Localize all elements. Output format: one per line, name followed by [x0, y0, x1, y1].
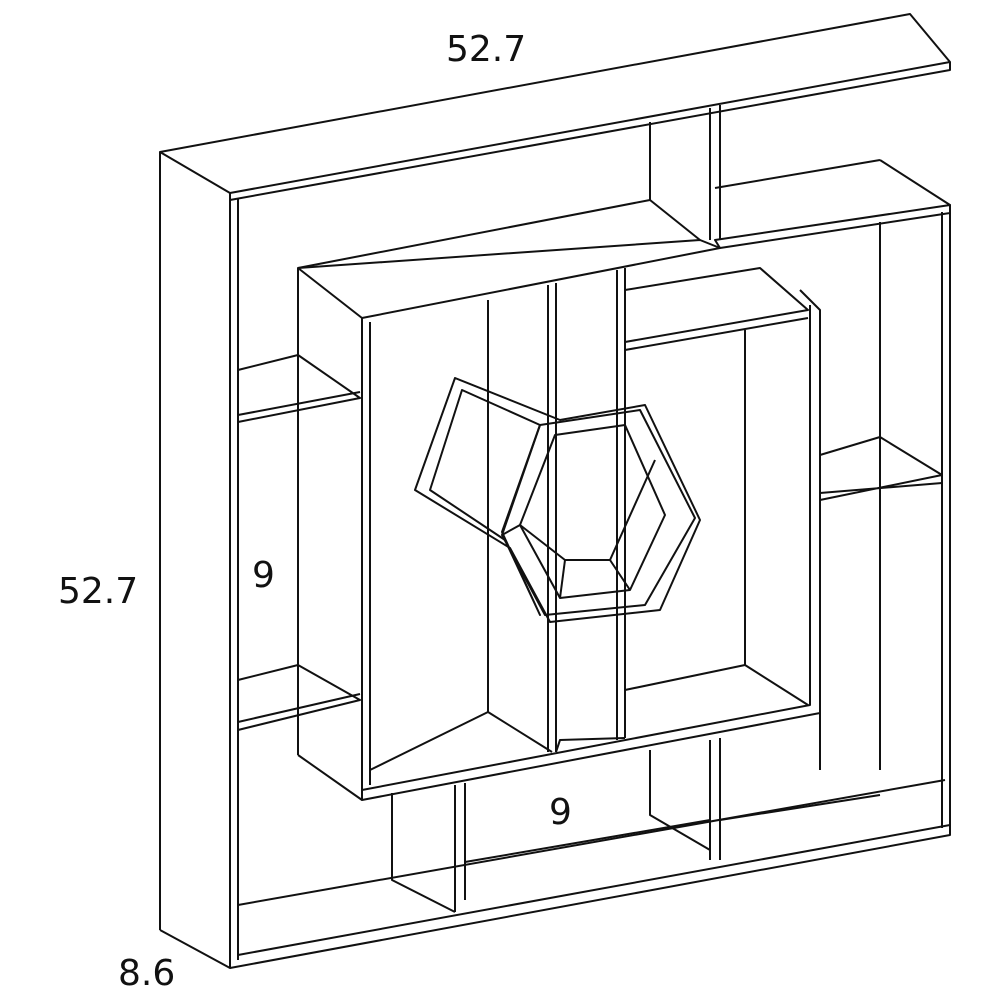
- outer-frame: [159, 13, 951, 969]
- hexagon-shelf: [414, 377, 701, 623]
- side-gap-dimension-label: 9: [252, 555, 275, 596]
- inner-frame: [237, 239, 943, 913]
- bottom-gap-dimension-label: 9: [549, 792, 572, 833]
- depth-dimension-label: 8.6: [118, 953, 176, 994]
- width-dimension-label: 52.7: [446, 29, 527, 70]
- height-dimension-label: 52.7: [58, 571, 139, 612]
